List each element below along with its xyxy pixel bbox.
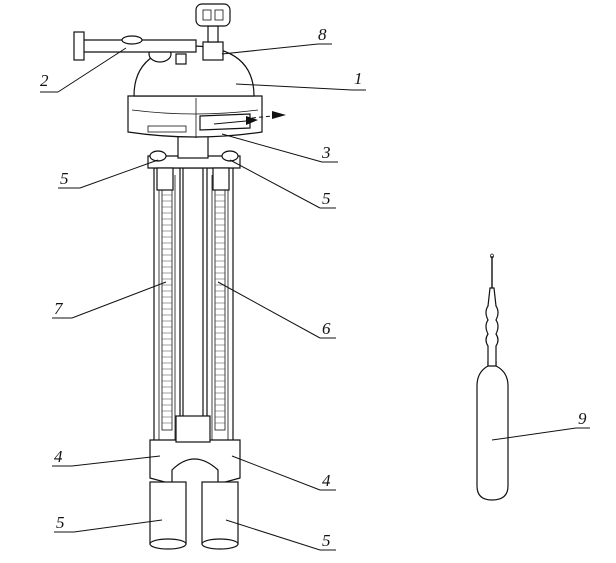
callout-8: 8 xyxy=(318,25,327,44)
y-neck xyxy=(175,415,211,443)
screw-left xyxy=(149,150,167,162)
neck xyxy=(177,135,209,159)
key-head xyxy=(195,3,231,27)
callout-labels: 1 2 3 4 4 5 5 5 5 6 7 8 9 xyxy=(40,25,587,550)
callout-3: 3 xyxy=(321,143,331,162)
handle-end xyxy=(73,31,85,61)
callout-5-bottom-right: 5 xyxy=(322,531,331,550)
bottom-cap-left-rim xyxy=(149,538,187,550)
pipette xyxy=(476,253,509,501)
center-rod xyxy=(182,167,204,419)
apparatus xyxy=(73,3,263,550)
callout-7: 7 xyxy=(54,299,64,318)
left-fitting xyxy=(156,167,174,191)
right-tube xyxy=(206,167,234,449)
callout-5-top-right: 5 xyxy=(322,189,331,208)
callout-4-left: 4 xyxy=(54,447,63,466)
callout-4-right: 4 xyxy=(322,471,331,490)
bottom-cap-right xyxy=(201,481,239,545)
callout-2: 2 xyxy=(40,71,49,90)
dome-boss xyxy=(175,53,187,65)
bottom-cap-right-rim xyxy=(201,538,239,550)
callout-9: 9 xyxy=(578,409,587,428)
right-fitting xyxy=(212,167,230,191)
key-collar xyxy=(202,41,224,61)
screw-right xyxy=(221,150,239,162)
left-tube xyxy=(153,167,181,449)
outlet xyxy=(199,113,251,131)
callout-5-top-left: 5 xyxy=(60,169,69,188)
leader-lines xyxy=(40,43,590,551)
y-connector xyxy=(149,439,241,485)
callout-5-bottom-left: 5 xyxy=(56,513,65,532)
handle-grip xyxy=(121,35,143,45)
callout-6: 6 xyxy=(322,319,331,338)
callout-1: 1 xyxy=(354,69,363,88)
key-stem xyxy=(207,25,219,43)
bottom-cap-left xyxy=(149,481,187,545)
flow-arrows xyxy=(213,111,286,125)
